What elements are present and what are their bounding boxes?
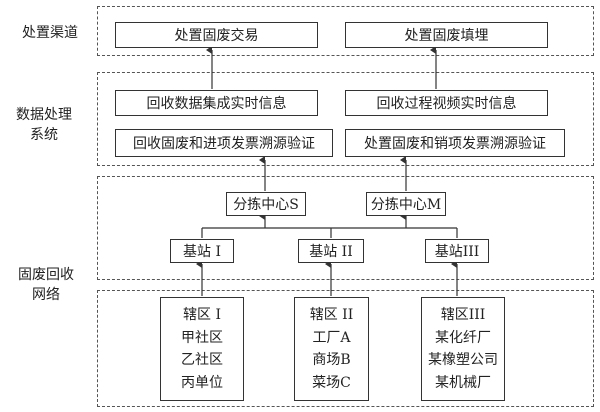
landfill-box: 处置固废填埋 (345, 22, 548, 48)
station-1: 基站 I (170, 239, 234, 263)
district-1-item-3: 丙单位 (181, 374, 223, 391)
district-1-title: 辖区 I (183, 307, 221, 324)
district-frame (97, 290, 594, 407)
network-layer-label-line2: 网络 (32, 287, 60, 303)
system-layer-label-line2: 系统 (30, 127, 58, 143)
station-2: 基站 II (298, 239, 364, 263)
video-info-box: 回收过程视频实时信息 (345, 90, 548, 116)
district-2-item-1: 工厂A (312, 329, 351, 346)
verify-out-box: 处置固废和销项发票溯源验证 (345, 129, 565, 157)
station-3: 基站III (425, 239, 489, 263)
network-layer-label-line1: 固废回收 (18, 267, 74, 283)
district-3-item-1: 某化纤厂 (435, 329, 491, 346)
district-1: 辖区 I 甲社区 乙社区 丙单位 (160, 297, 244, 401)
district-3-item-2: 某橡塑公司 (428, 352, 498, 369)
sorting-center-m: 分拣中心M (366, 192, 446, 216)
district-2-item-3: 菜场C (312, 374, 351, 391)
network-frame (97, 176, 594, 280)
district-2-title: 辖区 II (309, 307, 354, 324)
district-3: 辖区III 某化纤厂 某橡塑公司 某机械厂 (421, 297, 505, 401)
channel-layer-label: 处置渠道 (22, 25, 78, 41)
system-layer-label-line1: 数据处理 (16, 107, 72, 123)
sorting-center-s: 分拣中心S (226, 192, 306, 216)
channel-frame (97, 6, 594, 56)
collect-info-box: 回收数据集成实时信息 (115, 90, 318, 116)
district-3-item-3: 某机械厂 (435, 374, 491, 391)
system-frame (97, 72, 594, 166)
district-2: 辖区 II 工厂A 商场B 菜场C (294, 297, 369, 401)
verify-in-box: 回收固废和进项发票溯源验证 (115, 129, 333, 157)
district-2-item-2: 商场B (312, 352, 351, 369)
district-1-item-1: 甲社区 (181, 329, 223, 346)
district-1-item-2: 乙社区 (181, 352, 223, 369)
trade-box: 处置固废交易 (115, 22, 318, 48)
district-3-title: 辖区III (440, 307, 486, 324)
